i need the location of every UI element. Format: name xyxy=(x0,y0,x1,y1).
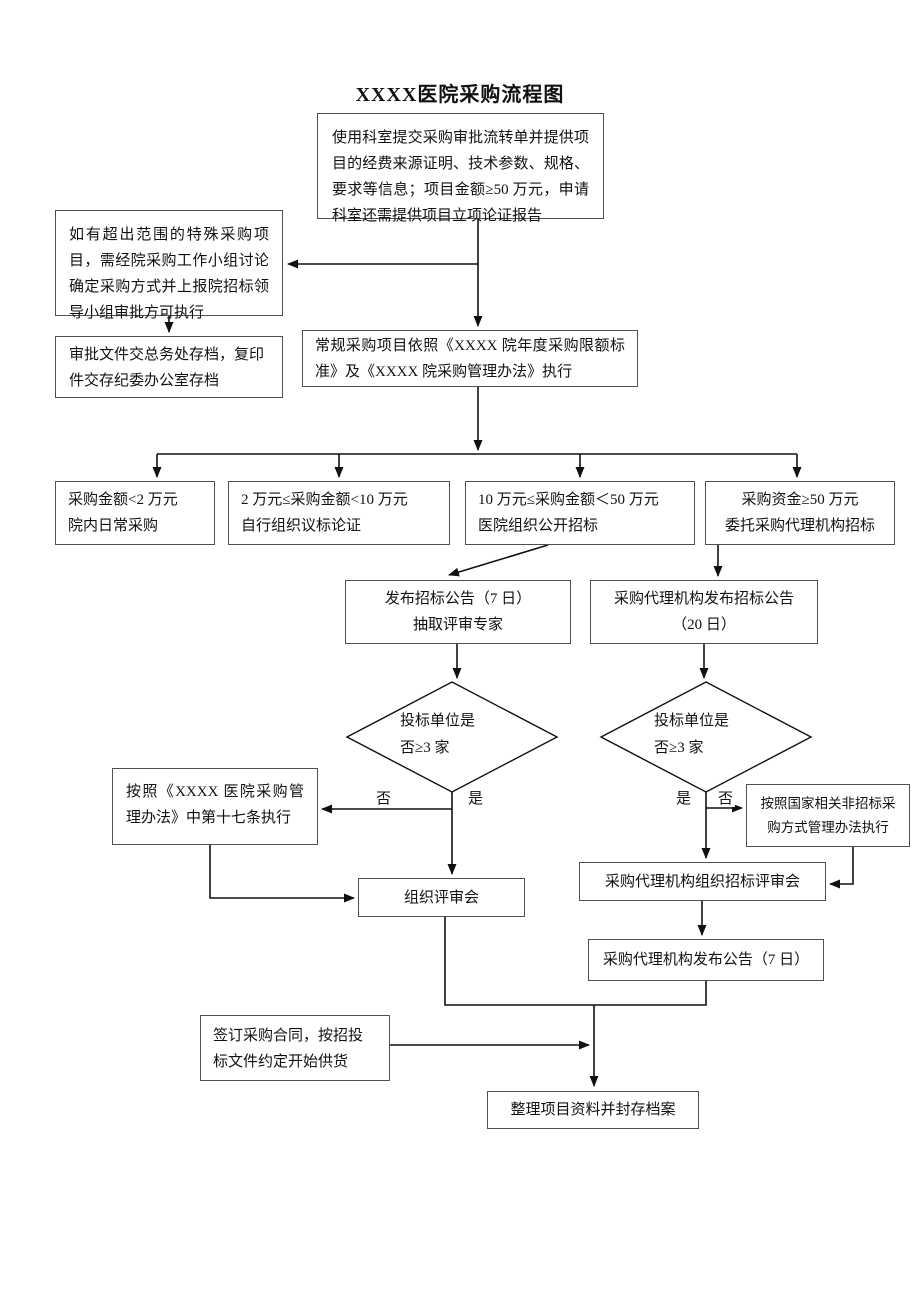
node-regular: 常规采购项目依照《XXXX 院年度采购限额标准》及《XXXX 院采购管理办法》执… xyxy=(302,330,638,387)
node-archive-text: 审批文件交总务处存档，复印件交存纪委办公室存档 xyxy=(69,347,265,389)
node-tier4-line1: 采购资金≥50 万元 xyxy=(741,492,859,508)
node-contract: 签订采购合同，按招投标文件约定开始供货 xyxy=(200,1015,390,1081)
decision-right-line2: 否≥3 家 xyxy=(654,740,704,756)
decision-right-text: 投标单位是 否≥3 家 xyxy=(654,708,729,762)
node-tier4-line2: 委托采购代理机构招标 xyxy=(724,518,875,534)
arrow-rule17-to-review xyxy=(209,845,355,903)
node-archive: 审批文件交总务处存档，复印件交存纪委办公室存档 xyxy=(55,336,283,398)
decision-left-line1: 投标单位是 xyxy=(400,713,476,729)
node-nonbid-line1: 按照国家相关非招标采 xyxy=(760,795,896,811)
node-announce: 发布招标公告（7 日） 抽取评审专家 xyxy=(345,580,571,644)
node-rule17: 按照《XXXX 医院采购管理办法》中第十七条执行 xyxy=(112,768,318,845)
decision-right-line1: 投标单位是 xyxy=(654,713,730,729)
convergence-connector xyxy=(444,917,707,1006)
node-agency-publish-text: 采购代理机构发布公告（7 日） xyxy=(602,952,810,968)
arrow-nonbid-to-agency-review xyxy=(829,847,854,889)
node-tier2-line1: 2 万元≤采购金额<10 万元 xyxy=(241,492,408,508)
decision-left-text: 投标单位是 否≥3 家 xyxy=(400,708,475,762)
label-yes-left: 是 xyxy=(466,791,486,807)
node-regular-text: 常规采购项目依照《XXXX 院年度采购限额标准》及《XXXX 院采购管理办法》执… xyxy=(315,338,625,380)
node-review: 组织评审会 xyxy=(358,878,525,917)
node-tier3-line1: 10 万元≤采购金额＜50 万元 xyxy=(478,492,659,508)
label-no-left: 否 xyxy=(374,791,394,807)
node-agency-review: 采购代理机构组织招标评审会 xyxy=(579,862,826,901)
node-agency-publish: 采购代理机构发布公告（7 日） xyxy=(588,939,824,981)
node-file: 整理项目资料并封存档案 xyxy=(487,1091,699,1129)
node-tier3-line2: 医院组织公开招标 xyxy=(478,518,599,534)
node-nonbid-line2: 购方式管理办法执行 xyxy=(767,819,889,835)
arrow-tier3-to-announce xyxy=(448,544,549,577)
node-announce-line1: 发布招标公告（7 日） xyxy=(384,591,532,607)
node-tier4: 采购资金≥50 万元 委托采购代理机构招标 xyxy=(705,481,895,545)
node-special: 如有超出范围的特殊采购项目，需经院采购工作小组讨论确定采购方式并上报院招标领导小… xyxy=(55,210,283,321)
node-tier2: 2 万元≤采购金额<10 万元 自行组织议标论证 xyxy=(228,481,450,545)
node-tier1-line2: 院内日常采购 xyxy=(68,518,159,534)
node-announce-line2: 抽取评审专家 xyxy=(412,617,503,633)
page-title: XXXX医院采购流程图 xyxy=(355,84,565,106)
decision-left-diamond xyxy=(345,681,559,793)
node-special-text: 如有超出范围的特殊采购项目，需经院采购工作小组讨论确定采购方式并上报院招标领导小… xyxy=(69,227,269,321)
node-tier1: 采购金额<2 万元 院内日常采购 xyxy=(55,481,215,545)
node-submit: 使用科室提交采购审批流转单并提供项目的经费来源证明、技术参数、规格、要求等信息；… xyxy=(317,113,604,224)
node-review-text: 组织评审会 xyxy=(403,889,479,906)
node-file-text: 整理项目资料并封存档案 xyxy=(510,1102,676,1118)
node-agency-review-text: 采购代理机构组织招标评审会 xyxy=(604,873,800,890)
node-nonbid: 按照国家相关非招标采 购方式管理办法执行 xyxy=(746,784,910,847)
label-yes-right: 是 xyxy=(674,791,694,807)
decision-right-diamond xyxy=(599,681,813,793)
node-contract-text: 签订采购合同，按招投标文件约定开始供货 xyxy=(213,1028,364,1070)
node-agency-announce-line1: 采购代理机构发布招标公告 xyxy=(613,591,794,607)
node-submit-text: 使用科室提交采购审批流转单并提供项目的经费来源证明、技术参数、规格、要求等信息；… xyxy=(332,130,589,224)
node-agency-announce-line2: （20 日） xyxy=(672,617,736,633)
decision-left-line2: 否≥3 家 xyxy=(400,740,450,756)
node-tier1-line1: 采购金额<2 万元 xyxy=(68,492,178,508)
node-agency-announce: 采购代理机构发布招标公告 （20 日） xyxy=(590,580,818,644)
label-no-right: 否 xyxy=(716,791,736,807)
node-tier2-line2: 自行组织议标论证 xyxy=(241,518,362,534)
node-tier3: 10 万元≤采购金额＜50 万元 医院组织公开招标 xyxy=(465,481,695,545)
node-rule17-text: 按照《XXXX 医院采购管理办法》中第十七条执行 xyxy=(126,784,304,826)
